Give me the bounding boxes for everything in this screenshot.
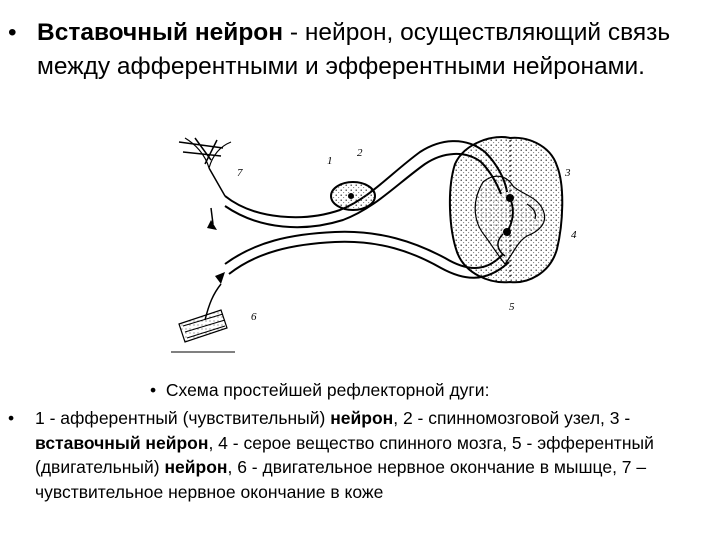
caption-title: • Схема простейшей рефлекторной дуги: <box>150 378 489 402</box>
reflex-arc-svg: 1 2 3 4 5 6 7 <box>165 124 585 360</box>
muscle-ending <box>171 272 235 352</box>
caption-text: 1 - афферентный (чувствительный) нейрон,… <box>35 406 714 504</box>
term: Вставочный нейрон <box>37 19 283 46</box>
label-2: 2 <box>357 147 363 159</box>
bullet: • <box>8 16 17 50</box>
heading-block: • Вставочный нейрон - нейрон, осуществля… <box>8 16 708 84</box>
caption-bullet: • <box>8 406 14 431</box>
label-4: 4 <box>571 229 577 241</box>
caption-part: 1 - афферентный (чувствительный) <box>35 408 330 428</box>
caption-body: • 1 - афферентный (чувствительный) нейро… <box>8 406 714 504</box>
label-1: 1 <box>327 155 333 167</box>
caption-part: , 2 - спинномозговой узел, 3 - <box>393 408 630 428</box>
label-3: 3 <box>564 167 571 179</box>
caption-part-bold: вставочный нейрон <box>35 433 208 453</box>
caption-part-bold: нейрон <box>330 408 393 428</box>
skin-receptor <box>179 138 231 230</box>
label-6: 6 <box>251 311 257 323</box>
reflex-arc-diagram: 1 2 3 4 5 6 7 <box>165 124 585 360</box>
label-5: 5 <box>509 301 515 313</box>
spinal-ganglion <box>331 182 375 210</box>
caption-part-bold: нейрон <box>164 457 227 477</box>
heading-text: Вставочный нейрон - нейрон, осуществляющ… <box>37 16 708 84</box>
spinal-cord <box>450 137 562 282</box>
caption-title-text: Схема простейшей рефлекторной дуги: <box>166 380 490 400</box>
caption-title-bullet: • <box>150 380 156 400</box>
label-7: 7 <box>237 167 243 179</box>
